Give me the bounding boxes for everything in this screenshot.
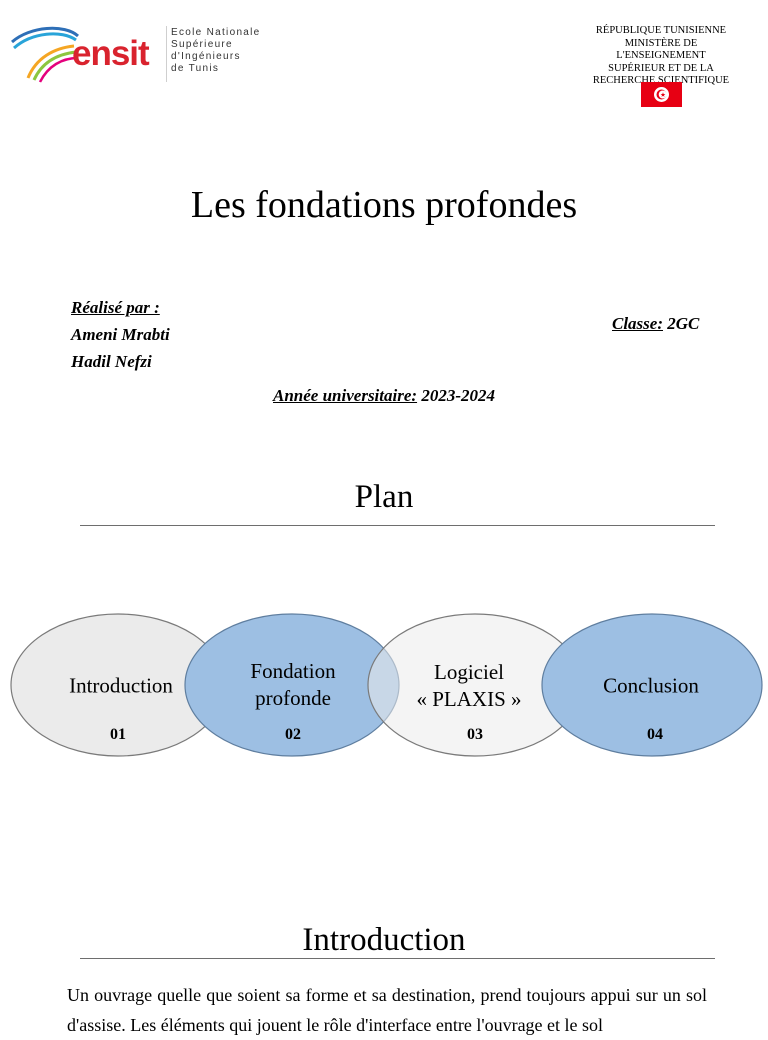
academic-year-value: 2023-2024	[421, 386, 495, 405]
school-line: de Tunis	[171, 63, 220, 74]
logo-wordmark: ensit	[72, 34, 150, 73]
plan-diagram: Introduction 01 Fondation profonde 02 Lo…	[0, 600, 768, 770]
authors-block: Réalisé par : Ameni Mrabti Hadil Nefzi	[71, 294, 170, 375]
logo-divider	[166, 26, 167, 82]
introduction-rule	[80, 958, 715, 959]
academic-year: Année universitaire: 2023-2024	[0, 386, 768, 406]
plan-item-introduction: Introduction	[69, 673, 173, 698]
plan-item-conclusion: Conclusion	[603, 673, 699, 698]
author-name: Ameni Mrabti	[71, 325, 170, 344]
republic-line: RÉPUBLIQUE TUNISIENNE	[595, 25, 727, 36]
republic-header: RÉPUBLIQUE TUNISIENNE MINISTÈRE DE L'ENS…	[582, 25, 740, 88]
class-label: Classe:	[612, 314, 663, 333]
academic-year-label: Année universitaire:	[273, 386, 418, 405]
plan-item-number: 03	[467, 726, 483, 743]
plan-item-line: profonde	[255, 686, 331, 710]
tunisia-flag-icon	[641, 82, 682, 107]
ensit-logo: ensit	[10, 22, 170, 84]
crescent-star-icon	[656, 89, 667, 100]
plan-item-line: « PLAXIS »	[416, 687, 522, 711]
document-title: Les fondations profondes	[190, 184, 578, 226]
plan-item-plaxis: Logiciel « PLAXIS »	[416, 659, 521, 713]
plan-item-number: 01	[110, 726, 126, 743]
class-value: 2GC	[667, 314, 700, 333]
plan-item-number: 02	[285, 726, 301, 743]
author-name: Hadil Nefzi	[71, 352, 152, 371]
introduction-heading: Introduction	[302, 922, 466, 958]
school-line: d'Ingénieurs	[171, 51, 241, 62]
plan-item-line: Logiciel	[434, 660, 504, 684]
republic-line: RECHERCHE SCIENTIFIQUE	[592, 75, 730, 86]
republic-line: SUPÉRIEUR ET DE LA	[608, 62, 714, 74]
introduction-paragraph: Un ouvrage quelle que soient sa forme et…	[67, 985, 707, 1035]
school-line: Supérieure	[171, 39, 233, 50]
plan-ellipse-4	[541, 613, 763, 757]
plan-item-line: Fondation	[250, 659, 336, 683]
republic-line: MINISTÈRE DE	[624, 37, 698, 49]
school-line: Ecole Nationale	[171, 27, 261, 38]
plan-ellipses	[10, 613, 763, 757]
plan-item-number: 04	[647, 726, 663, 743]
school-name: Ecole Nationale Supérieure d'Ingénieurs …	[171, 27, 261, 75]
logo-swoosh-icon	[11, 26, 80, 83]
plan-rule	[80, 525, 715, 526]
republic-line: L'ENSEIGNEMENT	[616, 50, 706, 61]
plan-heading: Plan	[354, 479, 414, 515]
class-info: Classe: 2GC	[612, 314, 699, 334]
authors-label: Réalisé par :	[71, 298, 160, 317]
plan-item-fondation: Fondation profonde	[250, 658, 335, 712]
